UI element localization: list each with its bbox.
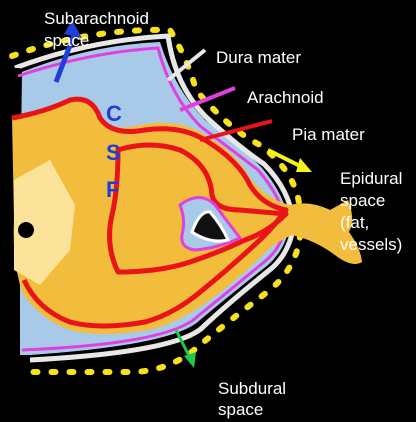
csf-letter-s: S (106, 140, 121, 165)
subarachnoid-label-line1: Subarachnoid (44, 9, 149, 28)
csf-letter-f: F (106, 177, 119, 202)
subdural-label-line2: space (218, 400, 263, 419)
dura-mater-label: Dura mater (216, 48, 301, 67)
csf-letter-c: C (106, 101, 122, 126)
epidural-label-line4: vessels) (340, 235, 402, 254)
epidural-label-line3: (fat, (340, 213, 369, 232)
epidural-label-line1: Epidural (340, 169, 402, 188)
subdural-label-line1: Subdural (218, 379, 286, 398)
subarachnoid-label-line2: space (44, 31, 89, 50)
epidural-label-line2: space (340, 191, 385, 210)
arachnoid-label: Arachnoid (247, 88, 324, 107)
pia-mater-label: Pia mater (292, 125, 365, 144)
black-dot (18, 222, 34, 238)
